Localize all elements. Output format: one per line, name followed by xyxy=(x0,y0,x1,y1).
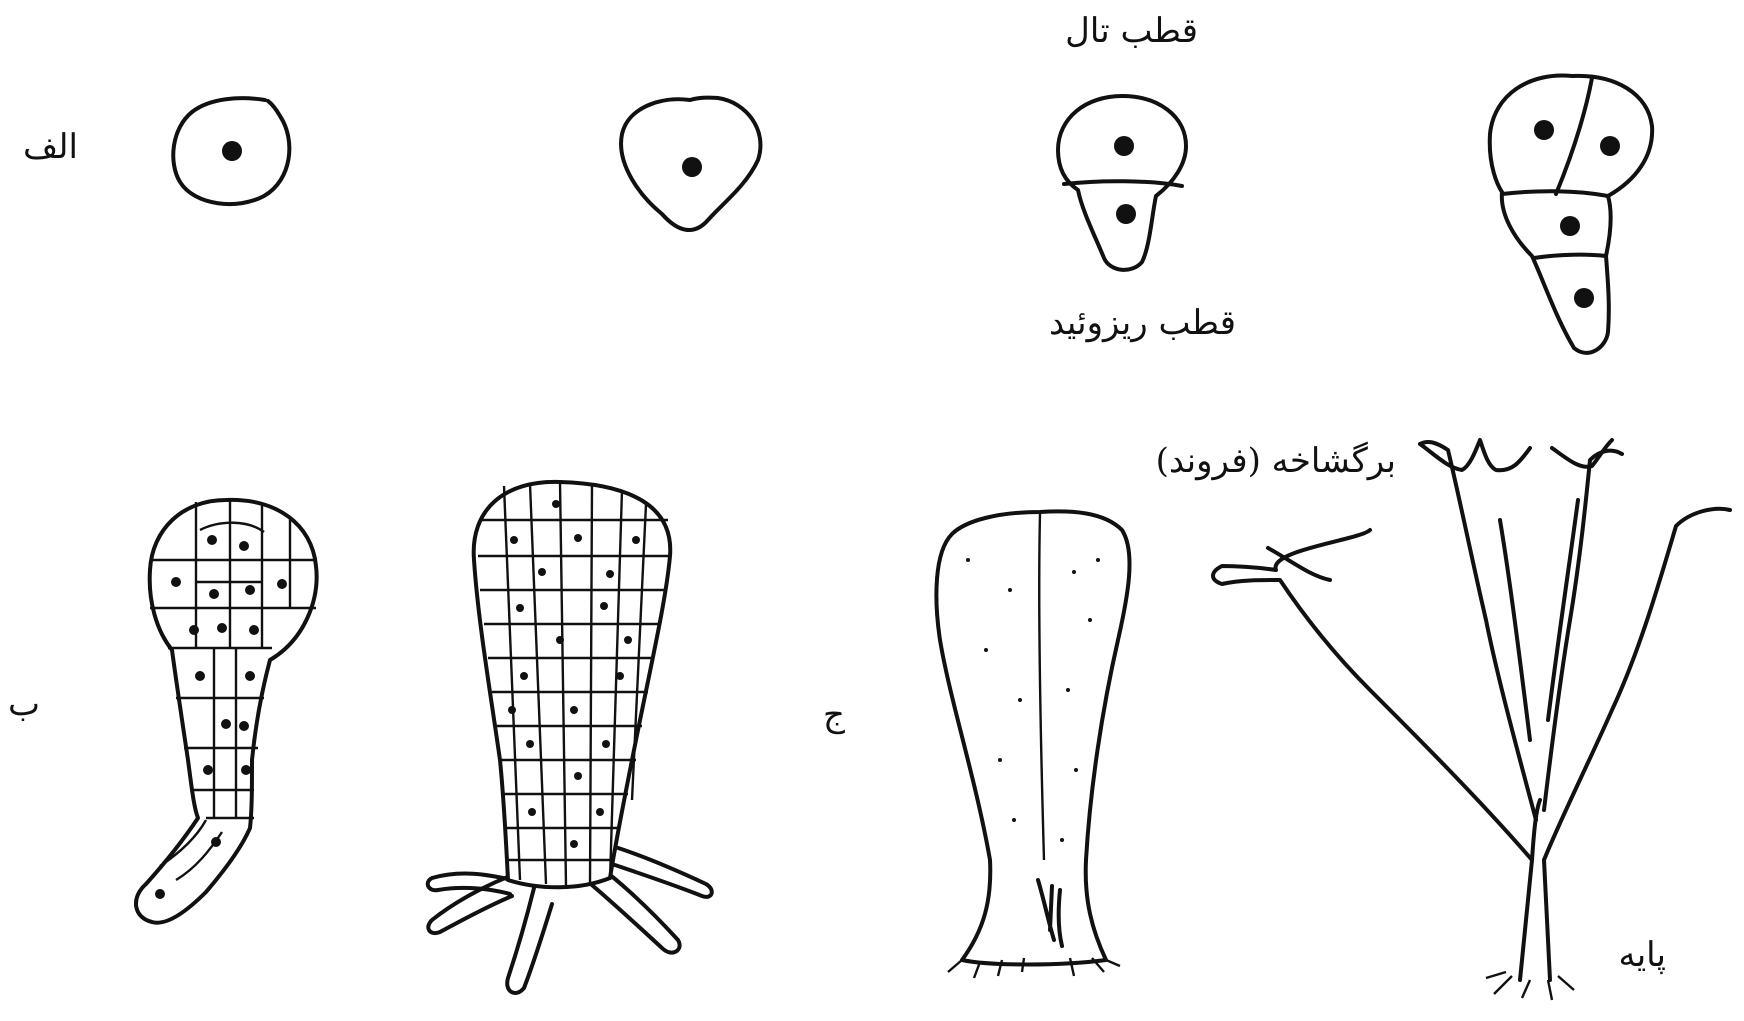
nucleus xyxy=(1114,136,1134,156)
zygote-stage-1 xyxy=(173,98,289,204)
zygote-stage-2 xyxy=(621,98,760,230)
zygote-stage-4 xyxy=(1490,76,1652,353)
nucleus xyxy=(222,141,242,161)
mature-thallus xyxy=(1213,440,1730,1000)
label-row-a: الف xyxy=(23,127,78,167)
nucleus xyxy=(1600,136,1620,156)
label-thallus-pole: قطب تال xyxy=(1065,11,1198,51)
nucleus xyxy=(1116,204,1136,224)
nucleus xyxy=(1574,288,1594,308)
label-stipe: پایه xyxy=(1618,935,1666,975)
label-rhizoid-pole: قطب ریزوئید xyxy=(1049,303,1236,343)
nucleus xyxy=(682,157,702,177)
embryo-young xyxy=(136,500,317,923)
label-row-b: ب xyxy=(8,684,40,724)
zygote-stage-3 xyxy=(1058,96,1186,270)
label-frond: برگشاخه (فروند) xyxy=(1156,441,1396,481)
young-thallus xyxy=(936,511,1129,978)
embryo-older xyxy=(428,482,712,993)
label-row-c: ج xyxy=(823,695,845,735)
nucleus xyxy=(1534,120,1554,140)
nucleus xyxy=(1560,216,1580,236)
